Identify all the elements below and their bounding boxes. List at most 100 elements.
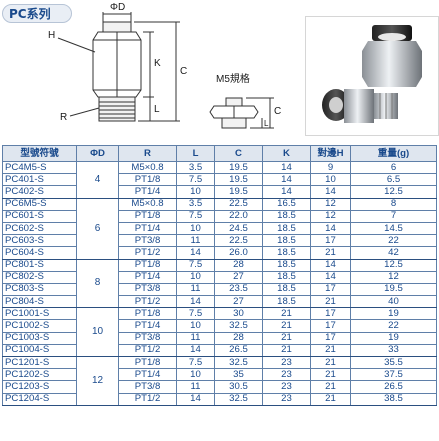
- cell-k: 14: [262, 160, 311, 175]
- th-l: L: [176, 145, 215, 162]
- cell-h: 21: [310, 380, 351, 394]
- cell-k: 18.5: [262, 295, 311, 309]
- cell-h: 17: [310, 331, 351, 345]
- cell-weight: 40: [350, 295, 437, 309]
- cell-c: 19.5: [214, 160, 263, 175]
- label-m5-c: C: [274, 106, 281, 117]
- cell-r: PT1/4: [118, 270, 177, 284]
- cell-diameter: 6: [76, 197, 119, 260]
- cell-weight: 38.5: [350, 392, 437, 406]
- cell-model: PC1003-S: [2, 331, 77, 345]
- th-k: K: [262, 145, 311, 162]
- cell-diameter: 12: [76, 356, 119, 406]
- cell-h: 17: [310, 282, 351, 297]
- cell-weight: 7: [350, 209, 437, 223]
- cell-k: 18.5: [262, 221, 311, 236]
- cell-model: PC1203-S: [2, 380, 77, 394]
- cell-model: PC1202-S: [2, 368, 77, 382]
- cell-l: 7.5: [176, 355, 215, 370]
- cell-r: PT3/8: [118, 380, 177, 394]
- cell-model: PC402-S: [2, 185, 77, 199]
- cell-l: 10: [176, 270, 215, 284]
- cell-weight: 37.5: [350, 368, 437, 382]
- cell-diameter: 8: [76, 258, 119, 309]
- cell-c: 28: [214, 331, 263, 345]
- th-c: C: [214, 145, 263, 162]
- cell-model: PC604-S: [2, 246, 77, 260]
- cell-k: 14: [262, 173, 311, 187]
- cell-h: 17: [310, 234, 351, 248]
- cell-r: PT3/8: [118, 234, 177, 248]
- cell-diameter: 10: [76, 307, 119, 357]
- cell-model: PC603-S: [2, 234, 77, 248]
- cell-r: PT1/4: [118, 185, 177, 199]
- cell-l: 3.5: [176, 160, 215, 175]
- cell-h: 17: [310, 307, 351, 321]
- cell-weight: 14.5: [350, 221, 437, 236]
- th-r: R: [118, 145, 177, 162]
- cell-c: 22.5: [214, 197, 263, 211]
- cell-weight: 19.5: [350, 282, 437, 297]
- cell-l: 10: [176, 221, 215, 236]
- cell-c: 30.5: [214, 380, 263, 394]
- cell-h: 21: [310, 343, 351, 358]
- th-model: 型號符號: [2, 145, 77, 162]
- cell-l: 14: [176, 246, 215, 260]
- cell-h: 14: [310, 185, 351, 199]
- cell-l: 7.5: [176, 173, 215, 187]
- cell-model: PC801-S: [2, 258, 77, 272]
- cell-c: 27: [214, 270, 263, 284]
- cell-model: PC1201-S: [2, 355, 77, 370]
- cell-l: 10: [176, 185, 215, 199]
- cell-diameter: 4: [76, 161, 119, 199]
- cell-h: 14: [310, 270, 351, 284]
- cell-c: 30: [214, 307, 263, 321]
- cell-model: PC401-S: [2, 173, 77, 187]
- cell-c: 26.0: [214, 246, 263, 260]
- cell-l: 7.5: [176, 209, 215, 223]
- cell-r: M5×0.8: [118, 197, 177, 211]
- cell-h: 21: [310, 295, 351, 309]
- cell-h: 21: [310, 355, 351, 370]
- label-phi-d: ΦD: [110, 2, 125, 13]
- cell-weight: 6.5: [350, 173, 437, 187]
- cell-h: 21: [310, 368, 351, 382]
- cell-model: PC1002-S: [2, 319, 77, 333]
- cell-k: 23: [262, 368, 311, 382]
- label-l: L: [154, 104, 160, 115]
- cell-weight: 33: [350, 343, 437, 358]
- cell-weight: 42: [350, 246, 437, 260]
- cell-r: PT3/8: [118, 282, 177, 297]
- cell-model: PC1001-S: [2, 307, 77, 321]
- cell-l: 3.5: [176, 197, 215, 211]
- cell-c: 19.5: [214, 173, 263, 187]
- cell-r: PT1/8: [118, 355, 177, 370]
- cell-h: 21: [310, 392, 351, 406]
- label-h: H: [48, 30, 55, 41]
- cell-l: 7.5: [176, 258, 215, 272]
- cell-weight: 12.5: [350, 185, 437, 199]
- cell-l: 14: [176, 392, 215, 406]
- cell-h: 12: [310, 209, 351, 223]
- label-c: C: [180, 66, 187, 77]
- cell-l: 14: [176, 295, 215, 309]
- cell-model: PC803-S: [2, 282, 77, 297]
- cell-l: 11: [176, 331, 215, 345]
- th-weight: 重量(g): [350, 145, 437, 162]
- cell-r: PT1/4: [118, 319, 177, 333]
- cell-k: 21: [262, 319, 311, 333]
- cell-model: PC4M5-S: [2, 160, 77, 175]
- cell-k: 14: [262, 185, 311, 199]
- cell-model: PC802-S: [2, 270, 77, 284]
- cell-weight: 12.5: [350, 258, 437, 272]
- series-title: PC系列: [2, 4, 72, 23]
- cell-model: PC1204-S: [2, 392, 77, 406]
- cell-h: 14: [310, 221, 351, 236]
- cell-r: PT1/2: [118, 392, 177, 406]
